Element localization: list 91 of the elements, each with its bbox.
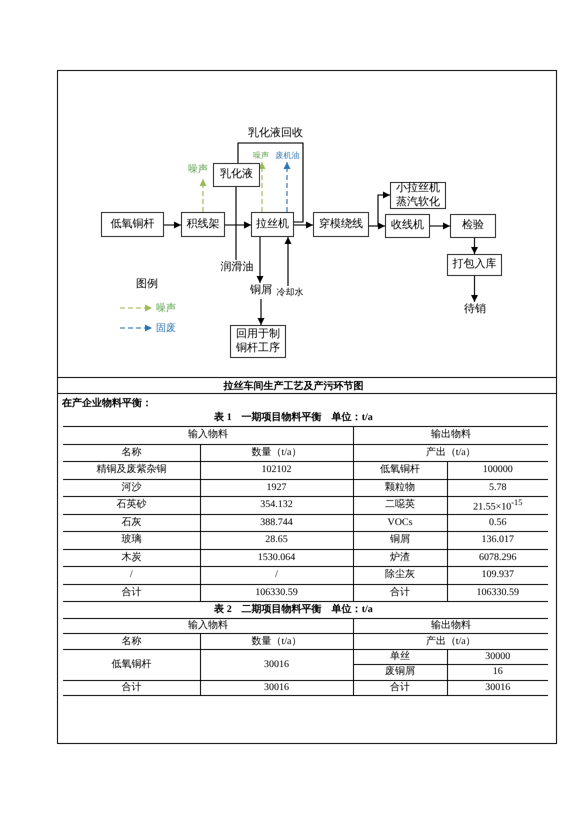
table-cell: 铜屑 <box>353 532 447 549</box>
table-cell: 30000 <box>447 649 548 665</box>
node-label: 待销 <box>463 302 487 318</box>
table-cell: 产出（t/a） <box>353 444 548 462</box>
table-cell: 输入物料 <box>63 426 353 444</box>
table-cell: 109.937 <box>447 566 548 584</box>
dashed-arrow <box>258 162 266 212</box>
table-cell: 30016 <box>447 680 548 696</box>
node-label: 冷却水 <box>276 286 304 299</box>
table-cell: 合计 <box>353 680 447 696</box>
table-cell: 颗粒物 <box>353 479 447 496</box>
table-cell: 炉渣 <box>353 549 447 566</box>
table-cell: 木炭 <box>63 549 200 566</box>
table-cell: 100000 <box>447 462 548 479</box>
arrow <box>369 222 385 230</box>
node-label: 废机油 <box>273 150 302 161</box>
legend-title: 图例 <box>136 277 158 291</box>
table-cell: 6078.296 <box>447 549 548 566</box>
table-cell: 136.017 <box>447 532 548 549</box>
legend-label: 噪声 <box>156 302 176 315</box>
edge-label: 乳化液回收 <box>248 125 303 140</box>
arrow <box>284 237 292 286</box>
connector-line <box>237 142 304 223</box>
node-label: 润滑油 <box>219 260 255 276</box>
table-cell: 输入物料 <box>63 618 353 634</box>
process-box: 检验 <box>450 214 496 238</box>
table-cell: 0.56 <box>447 514 548 532</box>
process-box: 回用于制铜杆工序 <box>230 325 286 358</box>
arrow <box>471 276 478 302</box>
table-cell: 二噁英 <box>353 496 447 514</box>
process-box: 打包入库 <box>447 254 502 276</box>
table-cell: 28.65 <box>200 532 353 549</box>
table-cell: 名称 <box>63 634 200 650</box>
table-cell: 合计 <box>63 680 200 696</box>
table-cell: 数量（t/a） <box>200 634 353 650</box>
table-cell: 精铜及废紫杂铜 <box>63 462 200 479</box>
table-cell: 除尘灰 <box>353 566 447 584</box>
table-cell: 输出物料 <box>353 426 548 444</box>
table-cell: 合计 <box>63 584 200 602</box>
process-box: 收线机 <box>385 214 430 238</box>
table-cell: 1927 <box>200 479 353 496</box>
dashed-arrow <box>200 179 206 212</box>
table-cell: 低氧铜杆 <box>353 462 447 479</box>
table-cell: 合计 <box>353 584 447 602</box>
table-cell: 石灰 <box>63 514 200 532</box>
table-cell: 产出（t/a） <box>353 634 548 650</box>
process-box: 低氧铜杆 <box>101 212 164 237</box>
table-cell: 数量（t/a） <box>200 444 353 462</box>
table-cell: 106330.59 <box>447 584 548 602</box>
legend-label: 固废 <box>156 322 176 335</box>
table-cell: 单丝 <box>353 649 447 665</box>
table-cell: VOCs <box>353 514 447 532</box>
arrow <box>430 222 450 230</box>
table-cell: 河沙 <box>63 479 200 496</box>
table-cell: 106330.59 <box>200 584 353 602</box>
table-cell: 21.55×10$^{-15}$ <box>447 496 548 514</box>
dashed-arrow <box>284 162 290 212</box>
table-cell: 30016 <box>200 649 353 680</box>
process-box: 积线架 <box>181 212 225 237</box>
table-cell: 102102 <box>200 462 353 479</box>
arrow <box>164 222 181 228</box>
table-cell: 1530.064 <box>200 549 353 566</box>
process-box: 拉丝机 <box>251 212 294 237</box>
table-cell: 石英砂 <box>63 496 200 514</box>
table-cell: 低氧铜杆 <box>63 649 200 680</box>
arrow <box>256 237 264 283</box>
table-cell: 354.132 <box>200 496 353 514</box>
table-cell: / <box>200 566 353 584</box>
table-cell: 5.78 <box>447 479 548 496</box>
table-cell: 名称 <box>63 444 200 462</box>
process-box: 乳化液 <box>213 163 260 187</box>
node-label: 噪声 <box>186 163 210 177</box>
table-cell: 输出物料 <box>353 618 548 634</box>
arrow <box>235 222 251 260</box>
table-cell: 玻璃 <box>63 532 200 549</box>
table-cell: 废铜屑 <box>353 664 447 680</box>
figure-caption: 拉丝车间生产工艺及产污环节图 <box>222 379 364 393</box>
table-title: 表 1 一期项目物料平衡 单位：t/a <box>213 410 374 424</box>
section-heading: 在产企业物料平衡： <box>62 396 152 410</box>
table-cell: 388.744 <box>200 514 353 532</box>
table-cell: 16 <box>447 664 548 680</box>
arrow <box>471 238 478 254</box>
process-box: 小拉丝机蒸汽软化 <box>390 182 446 209</box>
table-cell: 30016 <box>200 680 353 696</box>
arrow <box>294 222 313 228</box>
table-title: 表 2 二期项目物料平衡 单位：t/a <box>213 602 374 616</box>
node-label: 铜屑 <box>249 283 273 299</box>
table-cell: / <box>63 566 200 584</box>
node-label: 噪声 <box>252 150 270 161</box>
arrow <box>258 299 264 325</box>
process-box: 穿模绕线 <box>313 212 369 237</box>
